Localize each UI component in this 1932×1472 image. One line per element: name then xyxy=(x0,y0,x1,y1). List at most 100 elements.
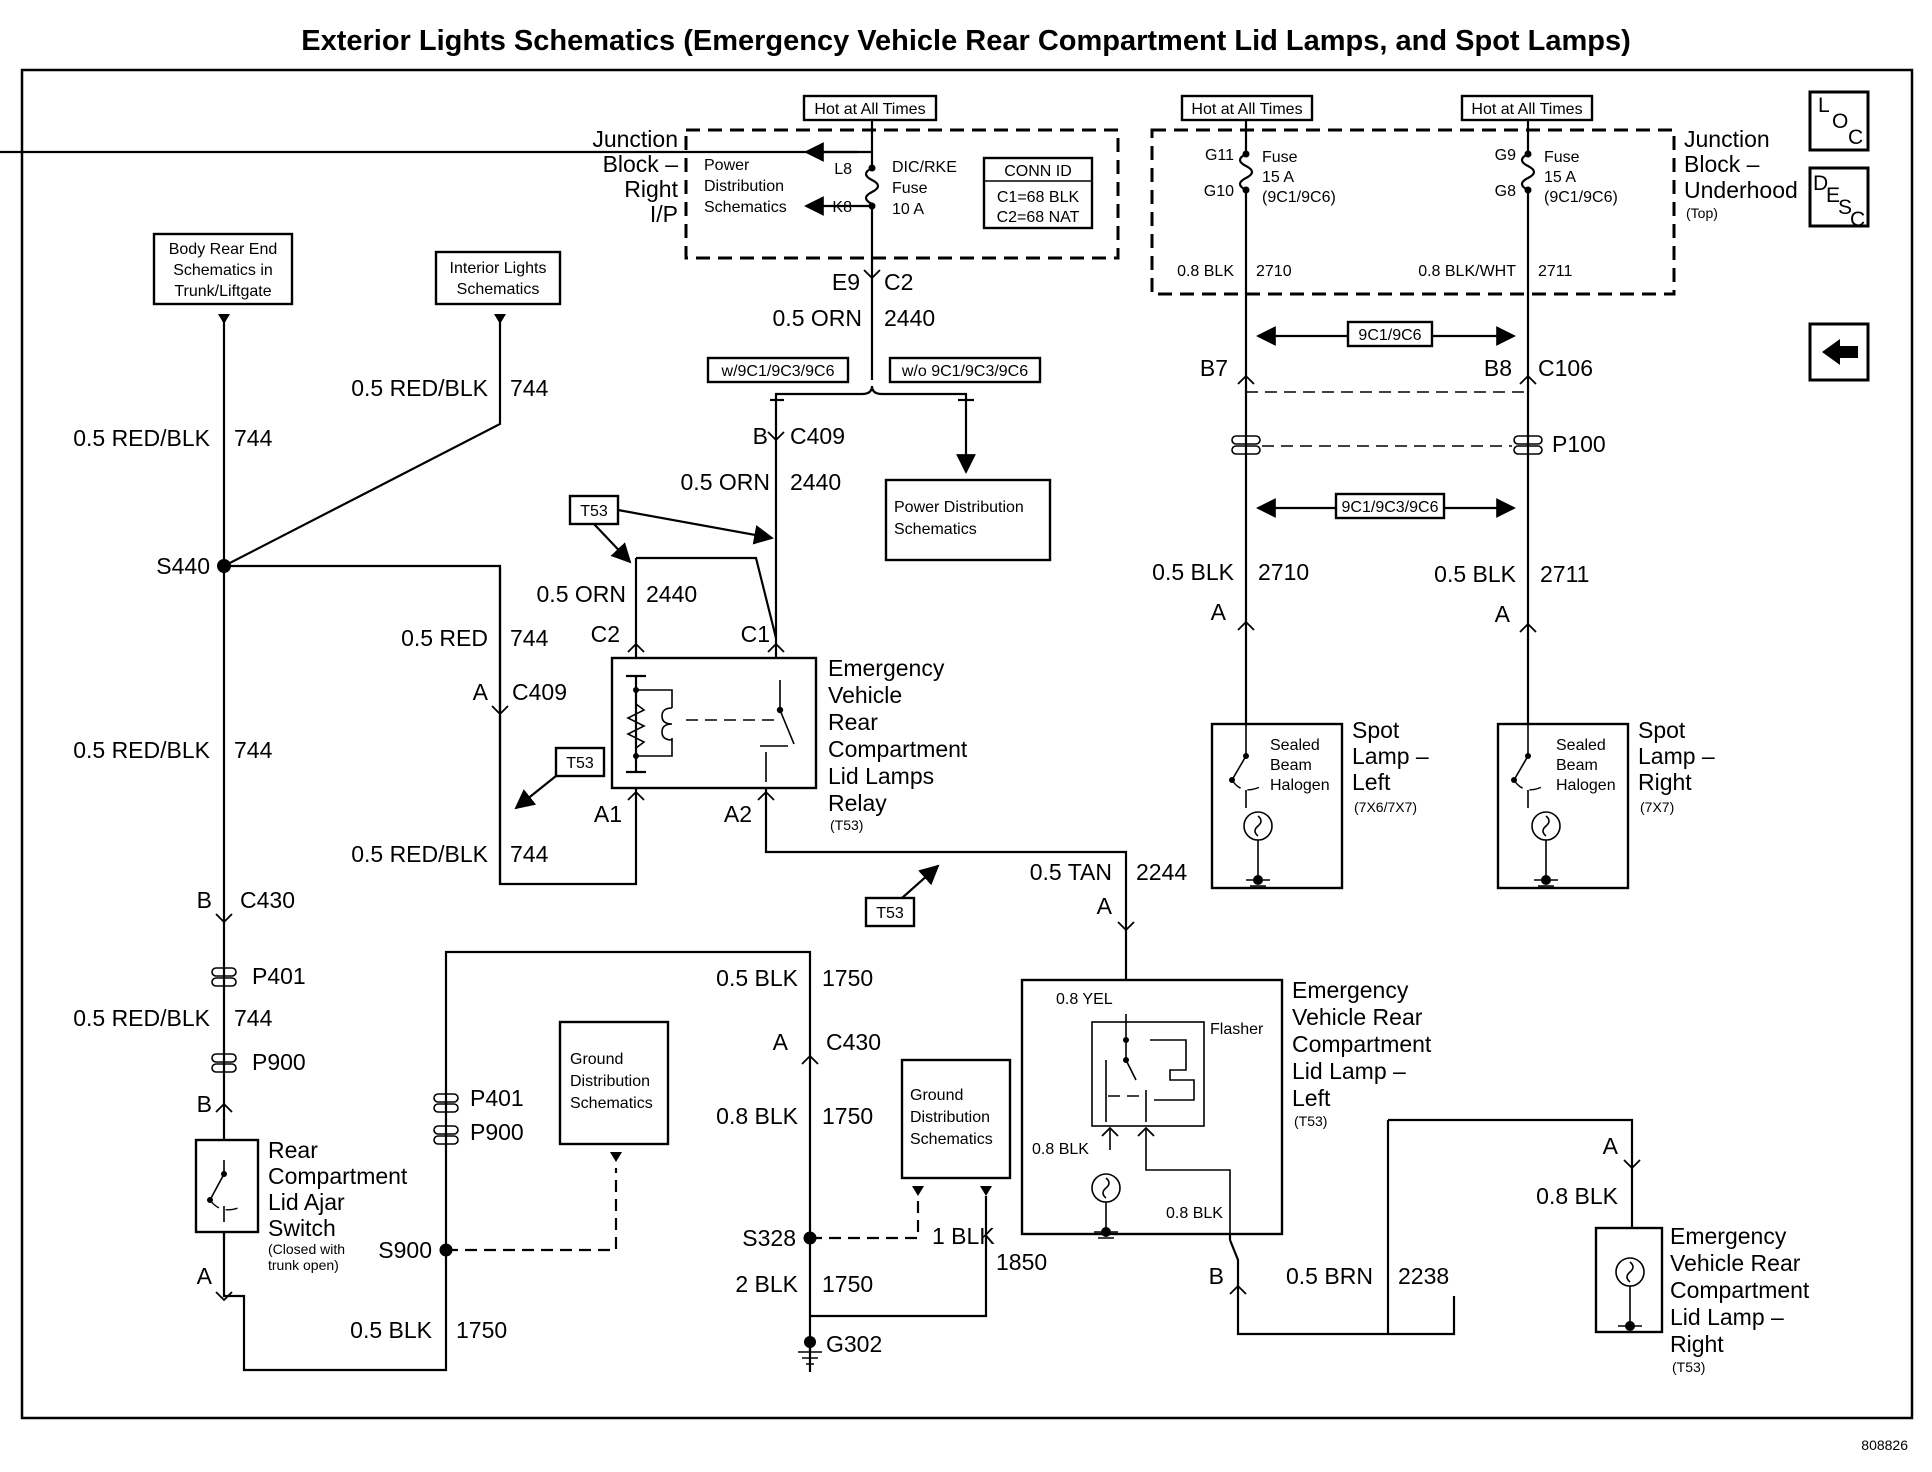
emergency-relay: Emergency Vehicle Rear Compartment Lid L… xyxy=(610,655,968,833)
figure-id: 808826 xyxy=(1861,1437,1908,1453)
svg-text:DIC/RKE: DIC/RKE xyxy=(892,159,957,176)
svg-text:Schematics: Schematics xyxy=(457,281,540,298)
svg-text:Distribution: Distribution xyxy=(570,1073,650,1090)
ref-ground-dist-left[interactable]: Ground Distribution Schematics xyxy=(558,1020,670,1146)
svg-text:w/o 9C1/9C3/9C6: w/o 9C1/9C3/9C6 xyxy=(901,363,1028,380)
svg-text:0.5 RED/BLK: 0.5 RED/BLK xyxy=(73,1005,210,1031)
svg-text:0.5 ORN: 0.5 ORN xyxy=(537,581,626,607)
svg-text:(T53): (T53) xyxy=(830,817,863,833)
svg-text:E9: E9 xyxy=(832,269,860,295)
page-title: Exterior Lights Schematics (Emergency Ve… xyxy=(301,25,1631,57)
svg-text:0.5 BLK: 0.5 BLK xyxy=(716,965,798,991)
svg-text:0.5 BLK: 0.5 BLK xyxy=(350,1317,432,1343)
svg-text:C430: C430 xyxy=(240,887,295,913)
svg-text:Block –: Block – xyxy=(603,151,679,177)
svg-text:C1=68 BLK: C1=68 BLK xyxy=(997,189,1080,206)
svg-text:A: A xyxy=(773,1029,789,1055)
svg-text:G8: G8 xyxy=(1495,183,1516,200)
ref-body-rear-end[interactable]: Body Rear End Schematics in Trunk/Liftga… xyxy=(152,232,294,306)
svg-text:Rear: Rear xyxy=(268,1137,318,1163)
svg-text:0.5 ORN: 0.5 ORN xyxy=(773,305,862,331)
svg-text:2711: 2711 xyxy=(1538,263,1573,280)
svg-text:2711: 2711 xyxy=(1540,561,1589,587)
svg-text:Underhood: Underhood xyxy=(1684,177,1798,203)
svg-text:2440: 2440 xyxy=(884,305,935,331)
svg-text:Lid Lamp –: Lid Lamp – xyxy=(1670,1304,1784,1330)
svg-text:2238: 2238 xyxy=(1398,1263,1449,1289)
junction-block-underhood: Junction Block – Underhood (Top) Hot at … xyxy=(1150,94,1798,384)
svg-text:T53: T53 xyxy=(580,503,608,520)
svg-text:744: 744 xyxy=(510,625,549,651)
svg-text:0.8 YEL: 0.8 YEL xyxy=(1056,991,1113,1008)
svg-text:1850: 1850 xyxy=(996,1249,1047,1275)
svg-text:Right: Right xyxy=(624,176,678,202)
svg-text:Schematics: Schematics xyxy=(894,521,977,538)
diagram-frame xyxy=(20,68,1914,1420)
svg-text:G302: G302 xyxy=(826,1331,882,1357)
svg-text:Junction: Junction xyxy=(592,126,678,152)
svg-text:15 A: 15 A xyxy=(1262,169,1294,186)
svg-text:Distribution: Distribution xyxy=(910,1109,990,1126)
svg-text:G10: G10 xyxy=(1204,183,1234,200)
svg-text:Fuse: Fuse xyxy=(1262,149,1298,166)
svg-text:Lid Ajar: Lid Ajar xyxy=(268,1189,345,1215)
ref-interior-lights[interactable]: Interior Lights Schematics xyxy=(434,250,562,306)
svg-text:15 A: 15 A xyxy=(1544,169,1576,186)
loc-button[interactable]: LOC xyxy=(1808,90,1870,152)
spot-lamp-left: Sealed Beam Halogen Spot Lamp – Left (7X… xyxy=(1210,717,1429,890)
svg-text:B8: B8 xyxy=(1484,355,1512,381)
svg-text:2710: 2710 xyxy=(1256,263,1292,280)
back-button[interactable] xyxy=(1808,322,1870,382)
svg-text:Fuse: Fuse xyxy=(892,180,928,197)
svg-text:(7X7): (7X7) xyxy=(1640,799,1674,815)
svg-text:0.5 ORN: 0.5 ORN xyxy=(681,469,770,495)
svg-text:C1: C1 xyxy=(741,621,770,647)
svg-text:P401: P401 xyxy=(252,963,306,989)
svg-text:10 A: 10 A xyxy=(892,201,924,218)
svg-text:A: A xyxy=(1097,893,1113,919)
svg-text:(7X6/7X7): (7X6/7X7) xyxy=(1354,799,1417,815)
svg-text:trunk open): trunk open) xyxy=(268,1257,339,1273)
svg-text:C: C xyxy=(1850,208,1865,231)
svg-text:L: L xyxy=(1818,94,1830,117)
svg-text:Fuse: Fuse xyxy=(1544,149,1580,166)
svg-text:G11: G11 xyxy=(1205,147,1234,164)
svg-text:C2: C2 xyxy=(884,269,913,295)
lid-lamp-left: 0.8 YEL Flasher 0.8 BLK 0.8 BLK Emergenc… xyxy=(1020,977,1432,1239)
svg-text:(Top): (Top) xyxy=(1686,205,1718,221)
spot-lamp-right: Sealed Beam Halogen Spot Lamp – Right (7… xyxy=(1496,717,1715,890)
svg-text:A1: A1 xyxy=(594,801,622,827)
svg-text:0.8 BLK/WHT: 0.8 BLK/WHT xyxy=(1418,263,1516,280)
svg-text:Emergency: Emergency xyxy=(828,655,945,681)
svg-text:2244: 2244 xyxy=(1136,859,1187,885)
lid-lamp-right: Emergency Vehicle Rear Compartment Lid L… xyxy=(1594,1223,1810,1375)
svg-text:0.5 RED/BLK: 0.5 RED/BLK xyxy=(351,841,488,867)
svg-text:Hot at All Times: Hot at All Times xyxy=(814,101,925,118)
svg-text:D: D xyxy=(1813,172,1828,195)
svg-text:744: 744 xyxy=(234,1005,273,1031)
svg-text:O: O xyxy=(1832,110,1848,133)
svg-text:744: 744 xyxy=(510,375,549,401)
svg-text:P401: P401 xyxy=(470,1085,524,1111)
svg-text:744: 744 xyxy=(234,425,273,451)
svg-text:Spot: Spot xyxy=(1638,717,1686,743)
ref-ground-dist-right[interactable]: Ground Distribution Schematics xyxy=(900,1058,1012,1180)
svg-text:P900: P900 xyxy=(470,1119,524,1145)
svg-text:C106: C106 xyxy=(1538,355,1593,381)
svg-text:Halogen: Halogen xyxy=(1270,777,1330,794)
svg-text:Lid Lamps: Lid Lamps xyxy=(828,763,934,789)
svg-text:0.5 BLK: 0.5 BLK xyxy=(1152,559,1234,585)
svg-text:0.5 RED/BLK: 0.5 RED/BLK xyxy=(73,425,210,451)
svg-text:T53: T53 xyxy=(876,905,904,922)
svg-text:1750: 1750 xyxy=(822,1271,873,1297)
svg-text:Compartment: Compartment xyxy=(268,1163,408,1189)
ref-power-distribution[interactable]: Power Distribution Schematics xyxy=(884,478,1052,562)
svg-text:Lamp –: Lamp – xyxy=(1638,743,1715,769)
svg-text:Halogen: Halogen xyxy=(1556,777,1616,794)
svg-text:0.8 BLK: 0.8 BLK xyxy=(1166,1205,1223,1222)
svg-text:Distribution: Distribution xyxy=(704,178,784,195)
svg-text:A: A xyxy=(1603,1133,1619,1159)
svg-text:Hot at All Times: Hot at All Times xyxy=(1471,101,1582,118)
